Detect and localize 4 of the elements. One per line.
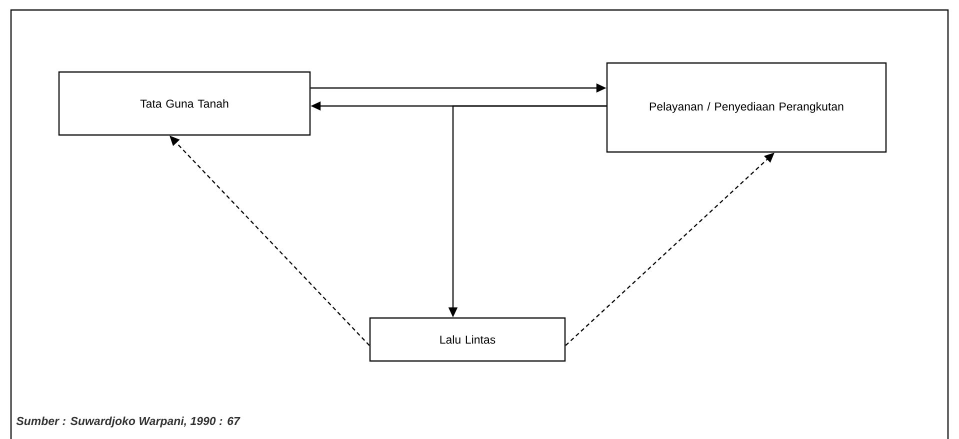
- process-box: Tata Guna Tanah: [58, 71, 311, 136]
- process-box: Pelayanan / Penyediaan Perangkutan: [606, 62, 887, 153]
- process-box: Lalu Lintas: [369, 317, 566, 362]
- caption: Sumber : Suwardjoko Warpani, 1990 : 67: [16, 416, 240, 428]
